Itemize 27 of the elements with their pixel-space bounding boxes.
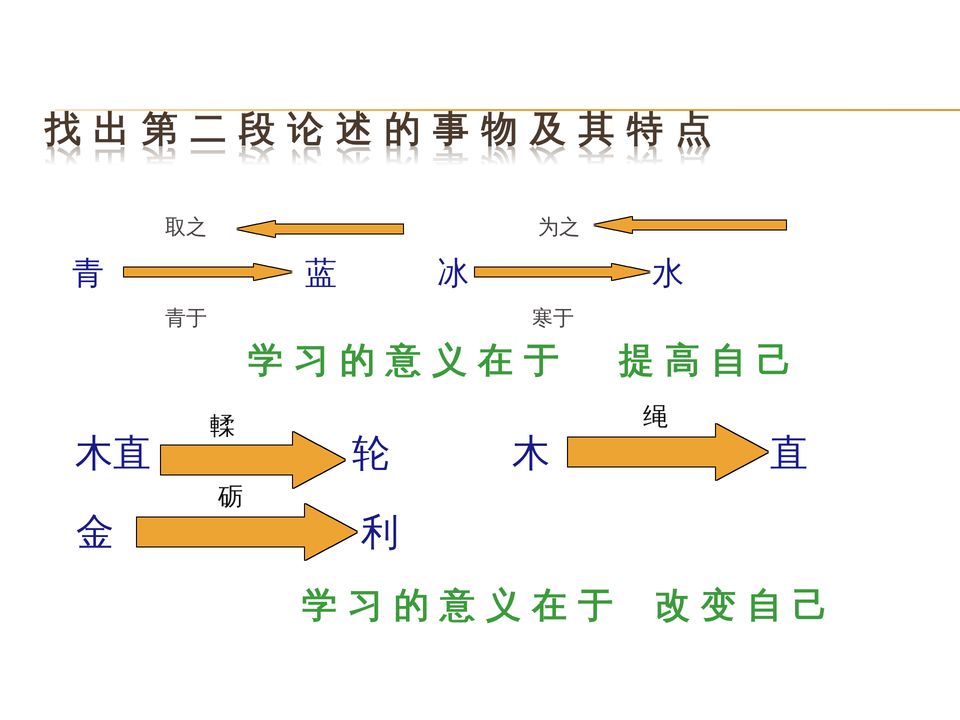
slide-title: 找出第二段论述的事物及其特点 [45,112,724,152]
edge-label: 青于 [165,308,207,329]
edge-label: 砺 [218,484,243,509]
block-arrow [594,217,786,233]
character-label: 直 [770,434,808,472]
edge-label: 绳 [643,404,668,429]
character-label: 木直 [75,434,151,472]
edge-label: 寒于 [532,308,574,329]
character-label: 利 [361,513,399,551]
block-arrow [137,504,357,560]
phrase-label: 取之 [165,217,207,238]
conclusion-text: 学习的意义在于 提高自己 [248,344,804,379]
block-arrow [124,264,292,280]
character-label: 蓝 [305,257,337,289]
block-arrow [237,221,403,237]
character-label: 水 [652,257,684,289]
character-label: 金 [76,513,114,551]
block-arrow [475,264,650,280]
block-arrow [568,424,768,480]
phrase-label: 为之 [538,217,580,238]
character-label: 冰 [437,257,469,289]
edge-label: 輮 [210,413,235,438]
character-label: 木 [512,434,550,472]
conclusion-text: 学习的意义在于 改变自己 [302,589,840,624]
block-arrow [161,432,345,488]
character-label: 轮 [352,434,390,472]
character-label: 青 [72,257,104,289]
